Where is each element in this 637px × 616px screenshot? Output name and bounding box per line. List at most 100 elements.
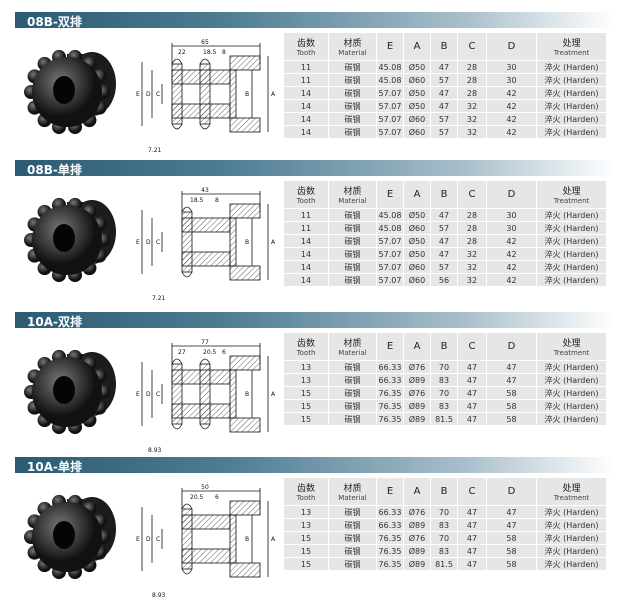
table-cell: 47 (457, 399, 487, 413)
table-cell: 11 (283, 60, 329, 74)
col-e: E (376, 332, 404, 361)
dim-hub: 20.5 (203, 349, 217, 356)
table-cell: 57.07 (376, 260, 404, 274)
table-cell: 58 (486, 399, 537, 413)
table-cell: 66.33 (376, 373, 404, 387)
table-cell: Ø60 (403, 273, 431, 287)
product-section: 10A-单排 E D C B A 50 20.5 (0, 457, 637, 607)
table-cell: 58 (486, 544, 537, 558)
table-cell: 66.33 (376, 360, 404, 374)
table-cell: 57.07 (376, 99, 404, 113)
table-cell: 42 (486, 125, 537, 139)
label-b: B (245, 536, 249, 543)
col-e: E (376, 477, 404, 506)
table-cell: 83 (430, 399, 458, 413)
table-cell: 47 (457, 544, 487, 558)
col-c: C (457, 477, 487, 506)
product-section: 08B-双排 E D C B A 65 22 (0, 12, 637, 162)
table-cell: 碳钢 (328, 531, 377, 545)
product-section: 08B-单排 E D C B A 43 18.5 (0, 160, 637, 310)
label-c: C (156, 536, 160, 543)
table-cell: Ø76 (403, 531, 431, 545)
label-d: D (146, 391, 151, 398)
table-cell: 83 (430, 518, 458, 532)
table-cell: 碳钢 (328, 112, 377, 126)
section-header: 08B-双排 (15, 12, 615, 29)
col-a: A (403, 32, 431, 61)
table-cell: 13 (283, 360, 329, 374)
table-cell: 28 (457, 73, 487, 87)
col-c: C (457, 180, 487, 209)
table-cell: Ø76 (403, 505, 431, 519)
table-cell: 45.08 (376, 221, 404, 235)
label-c: C (156, 391, 160, 398)
col-a: A (403, 332, 431, 361)
table-cell: 66.33 (376, 518, 404, 532)
table-cell: 淬火 (Harden) (536, 99, 607, 113)
table-cell: 淬火 (Harden) (536, 60, 607, 74)
sprocket-photo (24, 49, 116, 135)
col-d: D (486, 32, 537, 61)
table-cell: 碳钢 (328, 73, 377, 87)
product-section: 10A-双排 E D C B A 77 27 (0, 312, 637, 462)
col-d: D (486, 477, 537, 506)
table-cell: Ø50 (403, 234, 431, 248)
col-a: A (403, 180, 431, 209)
col-e: E (376, 180, 404, 209)
table-cell: 淬火 (Harden) (536, 373, 607, 387)
table-cell: 58 (486, 531, 537, 545)
table-cell: 83 (430, 544, 458, 558)
table-cell: 57.07 (376, 125, 404, 139)
table-cell: 淬火 (Harden) (536, 260, 607, 274)
label-b: B (245, 239, 249, 246)
table-cell: 28 (457, 234, 487, 248)
table-cell: Ø89 (403, 399, 431, 413)
table-cell: Ø50 (403, 99, 431, 113)
table-cell: Ø89 (403, 412, 431, 426)
table-cell: Ø60 (403, 112, 431, 126)
table-cell: Ø50 (403, 208, 431, 222)
table-cell: 碳钢 (328, 386, 377, 400)
table-cell: 15 (283, 399, 329, 413)
table-cell: 47 (430, 99, 458, 113)
table-cell: 47 (430, 60, 458, 74)
table-cell: 28 (457, 221, 487, 235)
table-cell: 15 (283, 412, 329, 426)
table-cell: 76.35 (376, 386, 404, 400)
table-cell: 45.08 (376, 73, 404, 87)
table-cell: 47 (457, 557, 487, 571)
label-e: E (136, 239, 140, 246)
table-cell: 70 (430, 386, 458, 400)
table-cell: 淬火 (Harden) (536, 125, 607, 139)
table-cell: Ø89 (403, 373, 431, 387)
table-cell: 32 (457, 273, 487, 287)
table-cell: 57 (430, 112, 458, 126)
table-cell: 淬火 (Harden) (536, 234, 607, 248)
table-cell: Ø60 (403, 221, 431, 235)
table-cell: 13 (283, 505, 329, 519)
label-e: E (136, 536, 140, 543)
table-cell: 15 (283, 531, 329, 545)
table-cell: 15 (283, 544, 329, 558)
dim-hub: 18.5 (203, 49, 217, 56)
table-cell: Ø89 (403, 544, 431, 558)
sprocket-photo (24, 349, 116, 435)
table-cell: 42 (486, 234, 537, 248)
label-d: D (146, 536, 151, 543)
technical-drawing: E D C B A 43 18.5 8 7.21 (136, 187, 276, 302)
